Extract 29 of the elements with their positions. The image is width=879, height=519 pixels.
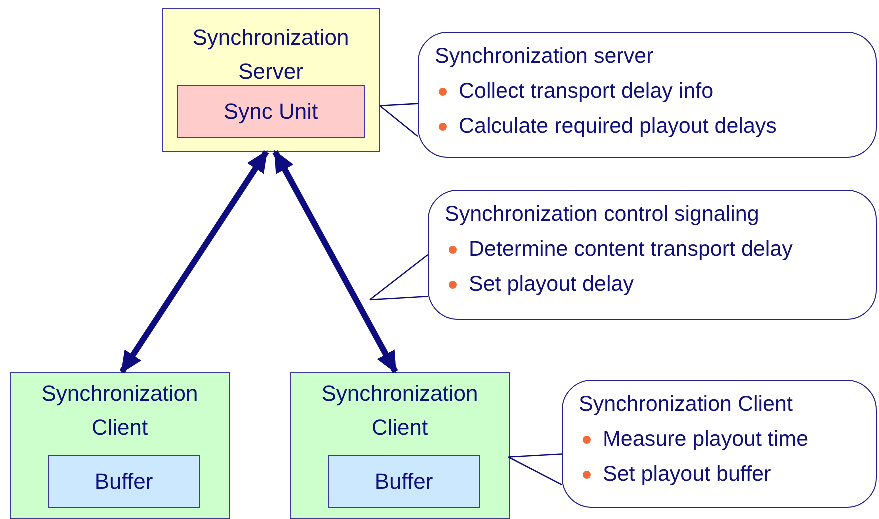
bullet-text: Set playout delay — [469, 271, 634, 298]
callout-tail — [379, 103, 419, 138]
bullet-text: Collect transport delay info — [459, 78, 714, 105]
callout-bubble — [562, 380, 877, 508]
node-label: Synchronization Client — [40, 380, 200, 442]
node-label: Synchronization Client — [320, 380, 480, 442]
node-label: Buffer — [94, 468, 154, 496]
double-arrow — [272, 150, 398, 374]
server-box — [162, 8, 380, 152]
unit-box — [177, 85, 365, 138]
callout-tail — [369, 254, 429, 301]
bullet-text: Determine content transport delay — [469, 236, 793, 263]
bullet-text: Measure playout time — [603, 426, 809, 453]
callout-tail — [508, 454, 563, 486]
callout-bubble — [428, 190, 877, 320]
callout-heading: Synchronization server — [435, 43, 655, 70]
buffer-box — [328, 455, 480, 508]
node-label: Synchronization Server — [192, 24, 350, 86]
bullet-text: Set playout buffer — [603, 461, 772, 488]
double-arrow — [120, 150, 270, 374]
client-box — [10, 372, 230, 519]
node-label: Buffer — [374, 468, 434, 496]
node-label: Sync Unit — [222, 98, 320, 126]
bullet-text: Calculate required playout delays — [459, 113, 777, 140]
callout-bubble — [418, 32, 877, 158]
client-box — [290, 372, 510, 519]
callout-heading: Synchronization Client — [579, 391, 794, 418]
callout-heading: Synchronization control signaling — [445, 201, 760, 228]
buffer-box — [48, 455, 200, 508]
